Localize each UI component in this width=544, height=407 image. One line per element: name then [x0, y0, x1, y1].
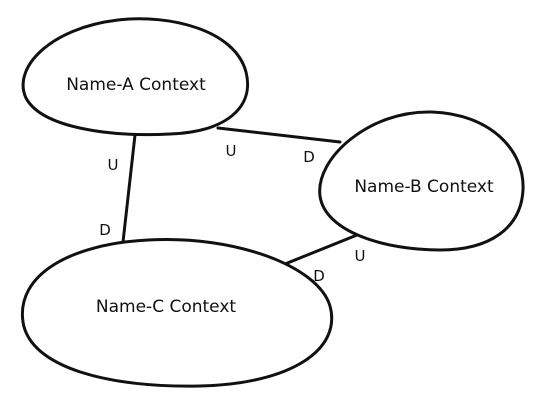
relationship-a-c-downstream-label: D: [99, 221, 111, 239]
context-b-shape[interactable]: [318, 110, 525, 252]
context-b-label: Name-B Context: [354, 177, 494, 197]
context-c-label: Name-C Context: [96, 297, 236, 317]
relationship-line-a-c: [121, 133, 137, 244]
context-a-label: Name-A Context: [66, 75, 206, 95]
relationship-line-a-b: [216, 126, 342, 144]
relationship-b-c-upstream-label: U: [355, 247, 366, 265]
context-a-shape[interactable]: [21, 17, 249, 136]
relationship-b-c-downstream-label: D: [313, 267, 325, 285]
relationship-a-c-upstream-label: U: [108, 156, 119, 174]
relationship-a-b-downstream-label: D: [303, 148, 315, 166]
context-c-shape[interactable]: [20, 237, 334, 388]
relationship-a-b-upstream-label: U: [226, 142, 237, 160]
relationship-line-b-c: [278, 231, 364, 268]
